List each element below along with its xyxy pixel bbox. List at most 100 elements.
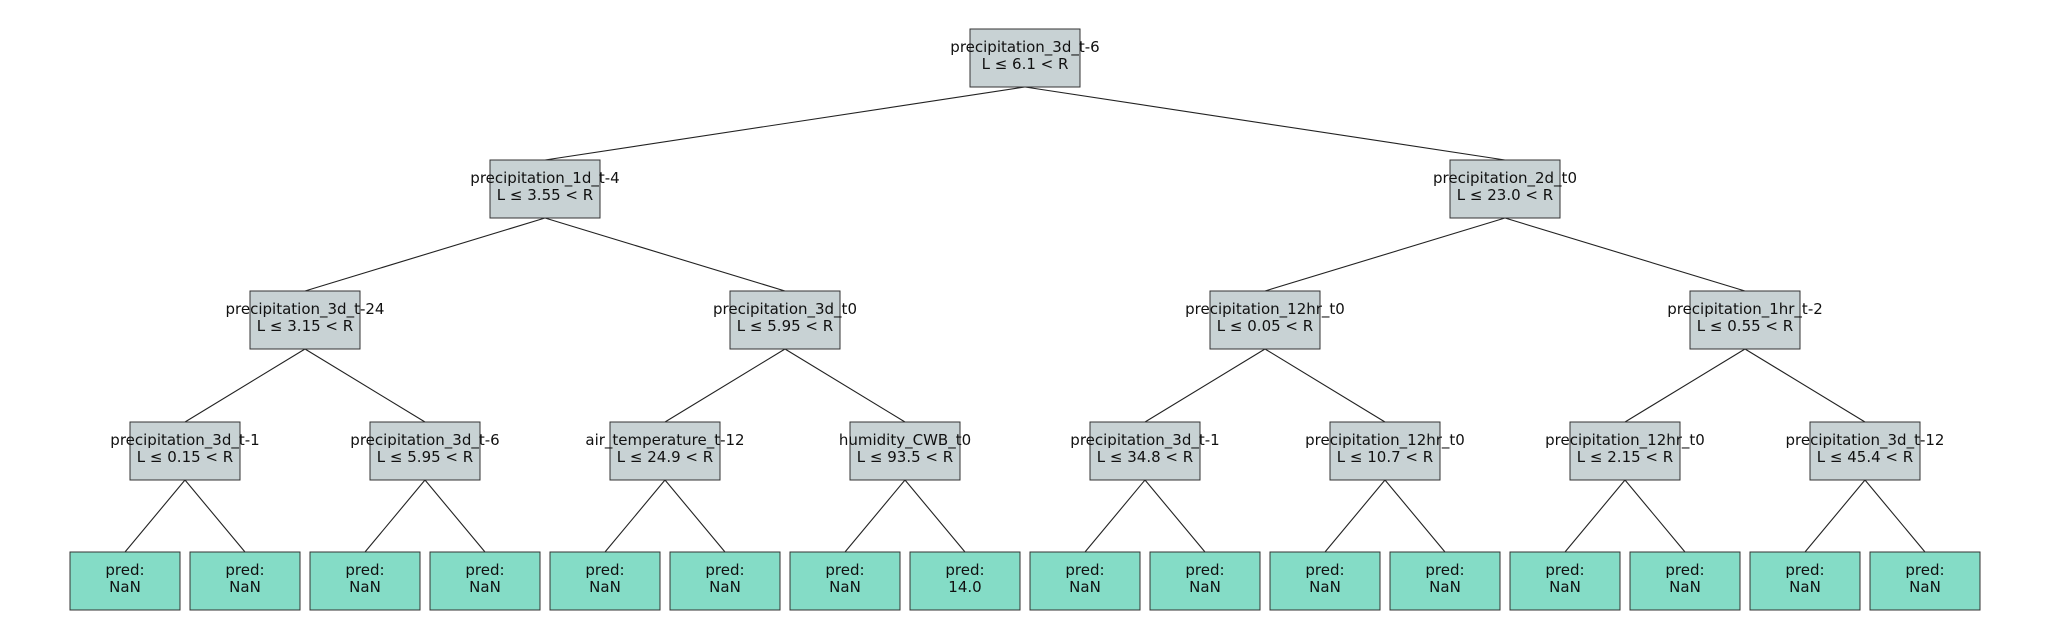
tree-edge-n10-n22 (904, 479, 966, 553)
tree-edge-n13-n28 (1624, 479, 1686, 553)
split-box (729, 290, 841, 350)
leaf-value: NaN (229, 578, 261, 596)
leaf-box (1389, 551, 1501, 611)
leaf-box (909, 551, 1021, 611)
tree-edge-n9-n19 (604, 479, 666, 553)
leaf-node: pred:NaN (1389, 551, 1501, 611)
split-box (1689, 290, 1801, 350)
split-feature: precipitation_3d_t-6 (950, 38, 1099, 57)
leaf-value: NaN (1309, 578, 1341, 596)
leaf-label: pred: (825, 561, 864, 579)
split-rule: L ≤ 6.1 < R (982, 55, 1069, 73)
leaf-node: pred:NaN (1629, 551, 1741, 611)
tree-edge-n2-n6 (1504, 217, 1746, 292)
leaf-label: pred: (705, 561, 744, 579)
split-rule: L ≤ 5.95 < R (737, 317, 833, 335)
tree-edge-n9-n20 (664, 479, 726, 553)
split-rule: L ≤ 3.15 < R (257, 317, 353, 335)
split-box (1209, 290, 1321, 350)
tree-edge-n14-n30 (1864, 479, 1926, 553)
leaf-node: pred:14.0 (909, 551, 1021, 611)
split-rule: L ≤ 0.55 < R (1697, 317, 1793, 335)
leaf-node: pred:NaN (789, 551, 901, 611)
leaf-box (69, 551, 181, 611)
leaf-value: NaN (109, 578, 141, 596)
split-rule: L ≤ 3.55 < R (497, 186, 593, 204)
leaf-box (309, 551, 421, 611)
split-feature: precipitation_2d_t0 (1433, 169, 1577, 188)
split-node: precipitation_3d_t-24L ≤ 3.15 < R (226, 290, 384, 350)
tree-edge-n8-n18 (424, 479, 486, 553)
split-rule: L ≤ 34.8 < R (1097, 448, 1193, 466)
split-node: precipitation_2d_t0L ≤ 23.0 < R (1433, 159, 1577, 219)
tree-edge-n5-n12 (1264, 348, 1386, 423)
split-feature: humidity_CWB_t0 (839, 431, 971, 450)
tree-edge-n7-n15 (124, 479, 186, 553)
tree-edge-n14-n29 (1804, 479, 1866, 553)
tree-edges (124, 86, 1926, 553)
leaf-label: pred: (465, 561, 504, 579)
split-node: precipitation_1hr_t-2L ≤ 0.55 < R (1667, 290, 1823, 350)
leaf-box (1149, 551, 1261, 611)
tree-edge-n12-n26 (1384, 479, 1446, 553)
leaf-box (1629, 551, 1741, 611)
leaf-node: pred:NaN (1149, 551, 1261, 611)
split-feature: precipitation_3d_t0 (713, 300, 857, 319)
split-box (609, 421, 721, 481)
split-feature: precipitation_3d_t-1 (110, 431, 259, 450)
tree-edge-n2-n5 (1264, 217, 1506, 292)
leaf-box (549, 551, 661, 611)
leaf-value: NaN (1909, 578, 1941, 596)
leaf-box (189, 551, 301, 611)
split-node: precipitation_12hr_t0L ≤ 0.05 < R (1185, 290, 1345, 350)
tree-edge-n13-n27 (1564, 479, 1626, 553)
leaf-value: NaN (1789, 578, 1821, 596)
split-box (969, 28, 1081, 88)
leaf-node: pred:NaN (669, 551, 781, 611)
leaf-node: pred:NaN (189, 551, 301, 611)
split-feature: precipitation_12hr_t0 (1545, 431, 1705, 450)
split-feature: precipitation_12hr_t0 (1185, 300, 1345, 319)
leaf-label: pred: (1665, 561, 1704, 579)
split-feature: air_temperature_t-12 (585, 431, 744, 450)
split-node: precipitation_1d_t-4L ≤ 3.55 < R (470, 159, 620, 219)
split-feature: precipitation_1hr_t-2 (1667, 300, 1823, 319)
tree-nodes: precipitation_3d_t-6L ≤ 6.1 < Rprecipita… (69, 28, 1981, 611)
leaf-label: pred: (945, 561, 984, 579)
split-rule: L ≤ 5.95 < R (377, 448, 473, 466)
tree-edge-n4-n9 (664, 348, 786, 423)
leaf-label: pred: (1305, 561, 1344, 579)
split-node: precipitation_12hr_t0L ≤ 10.7 < R (1305, 421, 1465, 481)
split-box (489, 159, 601, 219)
tree-edge-n3-n8 (304, 348, 426, 423)
leaf-value: NaN (1549, 578, 1581, 596)
tree-edge-n7-n16 (184, 479, 246, 553)
leaf-value: NaN (469, 578, 501, 596)
split-node: precipitation_3d_t-1L ≤ 34.8 < R (1070, 421, 1220, 481)
leaf-node: pred:NaN (69, 551, 181, 611)
split-rule: L ≤ 45.4 < R (1817, 448, 1913, 466)
split-node: precipitation_3d_t-1L ≤ 0.15 < R (110, 421, 260, 481)
tree-edge-n8-n17 (364, 479, 426, 553)
split-feature: precipitation_3d_t-1 (1070, 431, 1219, 450)
leaf-box (1869, 551, 1981, 611)
leaf-value: NaN (1429, 578, 1461, 596)
leaf-value: NaN (1189, 578, 1221, 596)
split-node: precipitation_3d_t-6L ≤ 6.1 < R (950, 28, 1100, 88)
tree-edge-n5-n11 (1144, 348, 1266, 423)
leaf-box (1029, 551, 1141, 611)
split-rule: L ≤ 23.0 < R (1457, 186, 1553, 204)
leaf-box (429, 551, 541, 611)
leaf-node: pred:NaN (309, 551, 421, 611)
tree-edge-n0-n2 (1024, 86, 1506, 161)
split-rule: L ≤ 0.15 < R (137, 448, 233, 466)
split-node: humidity_CWB_t0L ≤ 93.5 < R (839, 421, 971, 481)
leaf-value: NaN (829, 578, 861, 596)
split-feature: precipitation_12hr_t0 (1305, 431, 1465, 450)
tree-edge-n0-n1 (544, 86, 1026, 161)
split-rule: L ≤ 2.15 < R (1577, 448, 1673, 466)
leaf-value: NaN (589, 578, 621, 596)
split-box (1329, 421, 1441, 481)
split-box (849, 421, 961, 481)
leaf-box (1749, 551, 1861, 611)
